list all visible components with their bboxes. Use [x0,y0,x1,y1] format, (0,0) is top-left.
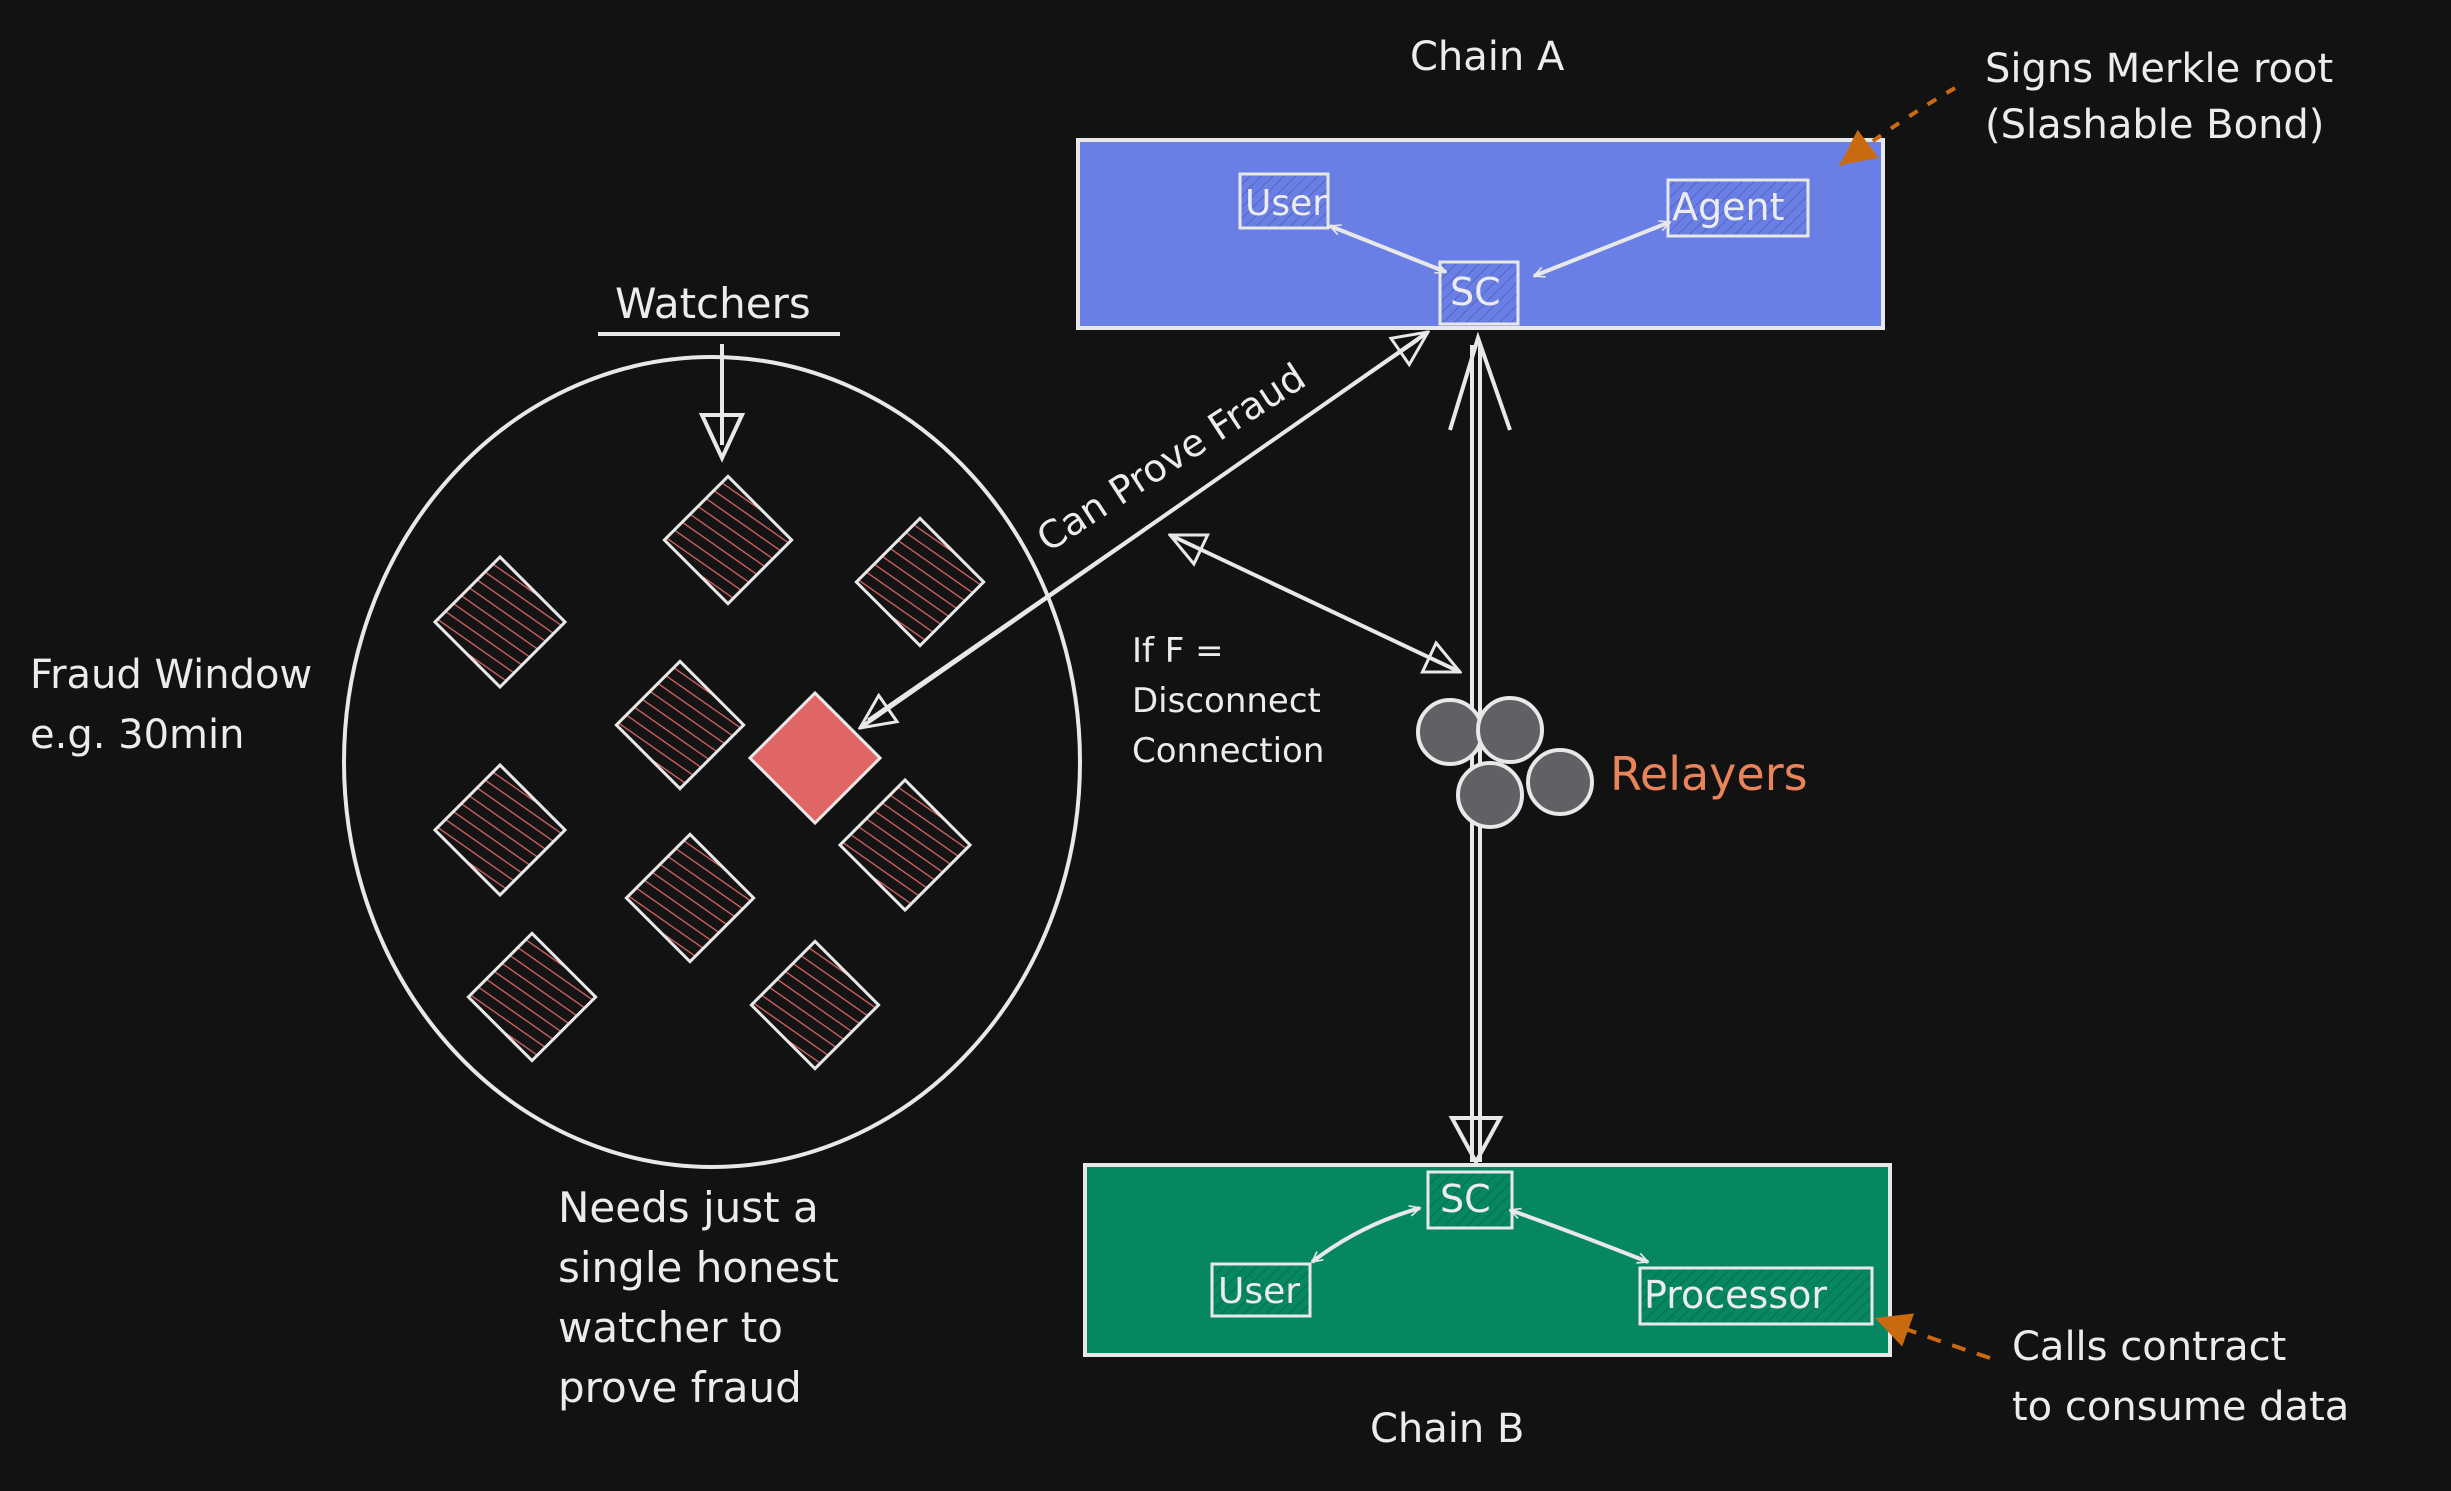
calls-line1: Calls contract [2012,1324,2286,1370]
watcher-node [837,777,973,913]
needs-line2: single honest [558,1243,839,1292]
fraud-window-line1: Fraud Window [30,652,312,698]
chain-a-agent-label: Agent [1672,185,1784,229]
watcher-node [749,939,881,1071]
signs-merkle-annotation: Signs Merkle root (Slashable Bond) [1838,46,2333,167]
disconnect-annotation: If F = Disconnect Connection [1132,533,1460,771]
watchers-title: Watchers [615,279,811,328]
chain-b-title: Chain B [1370,1406,1524,1452]
needs-line4: prove fraud [558,1363,802,1412]
calls-line2: to consume data [2012,1384,2349,1430]
honest-watcher-note: Needs just a single honest watcher to pr… [558,1183,839,1412]
chain-b-sc-node: SC [1426,1170,1514,1230]
watcher-node [854,516,986,648]
signs-line1: Signs Merkle root [1985,46,2333,92]
sc-processor-arrow-b [1510,1210,1648,1264]
chain-b: SC User Processor Chain B [1083,1163,1892,1452]
arrow-up-to-chain-a [1448,331,1512,431]
fraud-proof-arrow-2 [867,338,1419,722]
chain-a-title: Chain A [1410,34,1565,80]
watcher-node [432,554,568,690]
if-f-line1: If F = [1132,631,1224,671]
fraud-window-line2: e.g. 30min [30,712,244,758]
needs-line3: watcher to [558,1303,783,1352]
watcher-node [432,762,568,898]
watcher-node [466,931,598,1063]
chain-a-agent-node: Agent [1666,178,1810,238]
signs-line2: (Slashable Bond) [1985,102,2324,148]
watchers-group: Watchers [342,279,1082,1169]
if-f-line3: Connection [1132,731,1324,771]
relayer-node [1476,696,1544,764]
relayer-node [1456,761,1524,829]
user-sc-arrow-a [1330,224,1446,274]
can-prove-fraud-label: Can Prove Fraud [1029,355,1313,561]
chain-b-user-node: User [1210,1262,1312,1318]
needs-line1: Needs just a [558,1183,819,1232]
chain-a-user-label: User [1245,183,1327,224]
signs-arrow [1838,86,1957,167]
watcher-node [614,659,746,791]
relayers-cluster: Relayers [1416,696,1808,829]
user-sc-arrow-b [1312,1208,1420,1264]
relayer-node [1416,698,1484,766]
fraud-window-annotation: Fraud Window e.g. 30min [30,652,312,758]
chain-b-sc-label: SC [1440,1177,1491,1221]
sc-agent-arrow-a [1534,220,1670,278]
watcher-node-fraudulent [747,690,883,826]
watcher-node [662,474,794,606]
arrow-down-to-chain-b [1448,1116,1504,1167]
fraud-window-circle [342,355,1082,1169]
chain-b-processor-node: Processor [1638,1266,1874,1326]
chain-a-sc-node: SC [1438,260,1520,326]
chain-a-sc-label: SC [1450,270,1501,314]
relayer-node [1526,748,1594,816]
watcher-node [624,832,756,964]
calls-arrow [1874,1313,1991,1360]
chain-a-user-node: User [1238,172,1330,230]
chain-a: Chain A User SC Agent [1076,34,1885,330]
calls-contract-annotation: Calls contract to consume data [1874,1313,2349,1430]
relayers-label: Relayers [1610,747,1808,801]
if-f-line2: Disconnect [1132,681,1321,721]
watchers-pointer-head [698,413,746,463]
chain-b-processor-label: Processor [1644,1273,1827,1317]
chain-b-user-label: User [1218,1271,1300,1312]
